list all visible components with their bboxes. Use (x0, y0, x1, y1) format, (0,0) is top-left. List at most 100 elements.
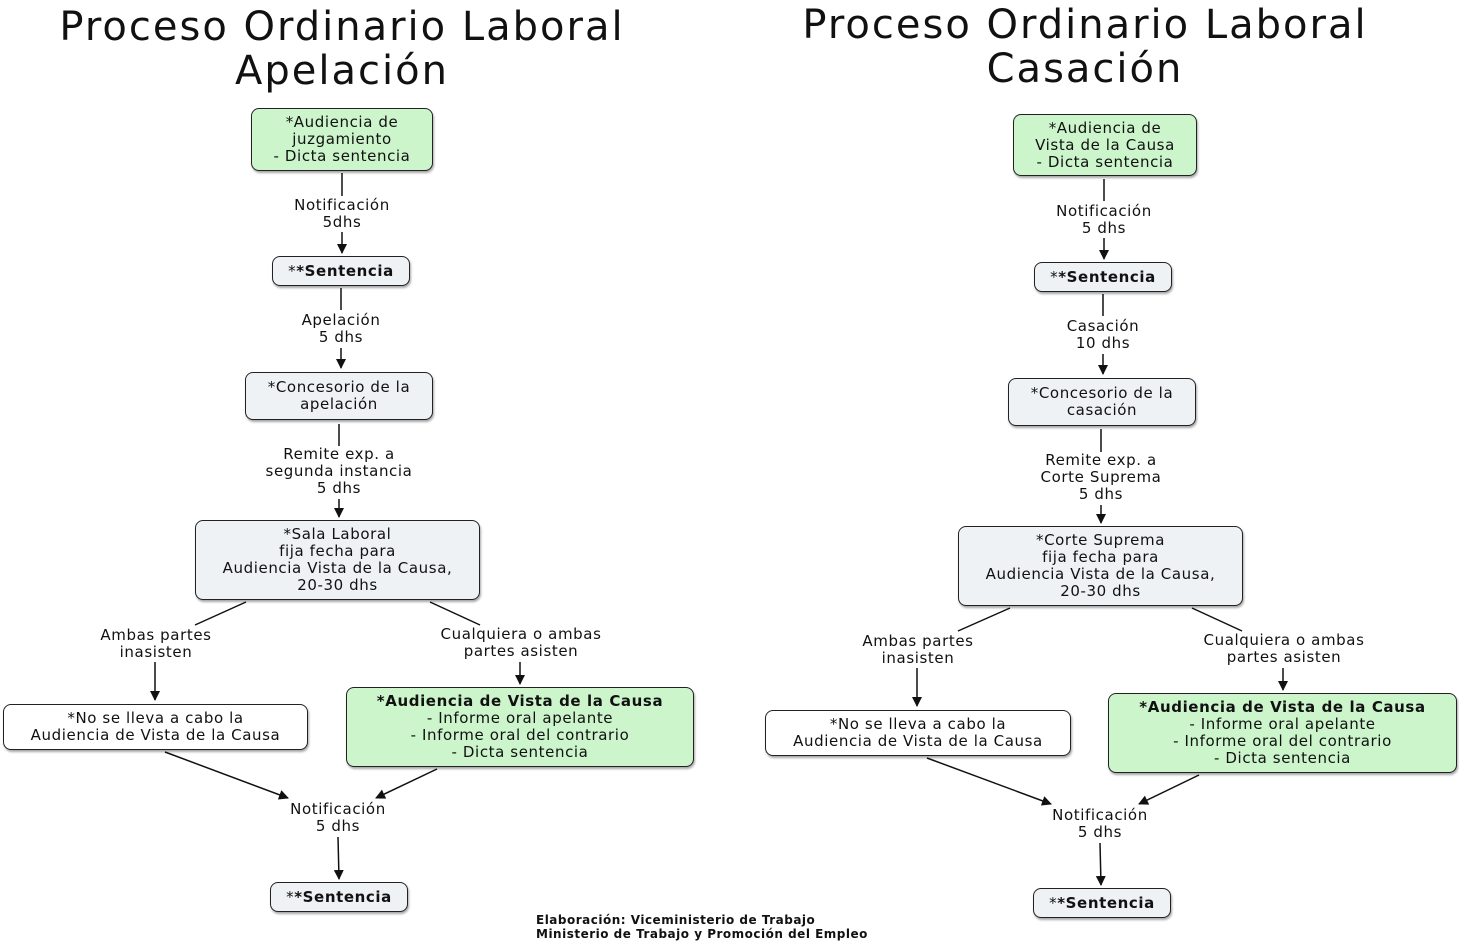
left-title-line1: Proceso Ordinario Laboral (59, 4, 625, 50)
edge-label: Cualquiera o ambas (1203, 631, 1365, 649)
box-text: *No se lleva a cabo la (67, 709, 244, 727)
box-text-bold: *Sentencia (1057, 893, 1155, 912)
edge-label: Remite exp. a (1045, 451, 1157, 469)
box-text: casación (1066, 401, 1138, 419)
box-text-bold: *Audiencia de Vista de la Causa (1139, 698, 1426, 716)
left-edge-notificacion-final: Notificación 5 dhs (290, 801, 386, 835)
left-box-no-se-lleva: *No se lleva a cabo la Audiencia de Vist… (3, 704, 308, 750)
box-text: Audiencia de Vista de la Causa (30, 726, 281, 744)
right-title-line1: Proceso Ordinario Laboral (802, 2, 1368, 48)
right-box-audiencia-vista-causa: *Audiencia de Vista de la Causa - Dicta … (1013, 114, 1197, 176)
left-title-line2: Apelación (235, 48, 449, 94)
box-text: Vista de la Causa (1035, 135, 1175, 154)
edge-label: Notificación (294, 196, 390, 214)
edge-label: 5 dhs (1077, 823, 1123, 841)
box-text: - Dicta sentencia (1036, 152, 1174, 171)
left-box-sentencia: **Sentencia (272, 256, 410, 286)
box-text: - Dicta sentencia (1214, 749, 1351, 767)
edge-label: 5 dhs (1078, 485, 1124, 503)
box-text-bold: *Sentencia (1058, 267, 1156, 286)
box-text: Audiencia Vista de la Causa, (985, 565, 1216, 583)
box-text: Audiencia Vista de la Causa, (222, 559, 453, 577)
right-edge-casacion: Casación 10 dhs (1066, 317, 1140, 352)
box-text: - Informe oral apelante (1189, 715, 1376, 733)
box-text: 20-30 dhs (297, 576, 378, 594)
right-diagram-title: Proceso Ordinario Laboral Casación (763, 3, 1407, 91)
edge-label: 5 dhs (1081, 219, 1127, 237)
right-box-sentencia-final: **Sentencia (1033, 888, 1171, 918)
left-edge-ambas-inasisten: Ambas partes inasisten (100, 626, 212, 661)
box-text: - Dicta sentencia (451, 743, 589, 761)
box-text: *Audiencia de Vista de la Causa (1139, 699, 1425, 716)
box-text: *Sala Laboral (283, 525, 392, 543)
box-text: fija fecha para (279, 542, 396, 560)
left-box-audiencia-juzgamiento: *Audiencia de juzgamiento - Dicta senten… (251, 108, 433, 171)
edge-label: 5 dhs (315, 817, 361, 835)
right-box-sentencia: **Sentencia (1034, 262, 1172, 292)
right-box-audiencia-vista: *Audiencia de Vista de la Causa - Inform… (1108, 693, 1457, 773)
box-text: 20-30 dhs (1060, 582, 1141, 600)
edge-label: Ambas partes (862, 632, 974, 650)
box-text: **Sentencia (286, 887, 392, 906)
box-text: juzgamiento (292, 130, 392, 148)
box-text: *Concesorio de la (267, 378, 411, 396)
edge-label: inasisten (881, 649, 955, 667)
left-edge-apelacion: Apelación 5 dhs (301, 311, 381, 346)
box-text: **Sentencia (1049, 893, 1155, 912)
box-text: - Informe oral del contrario (410, 726, 630, 744)
footer-credits: Elaboración: Viceministerio de Trabajo M… (536, 913, 868, 941)
box-text: - Informe oral apelante (426, 709, 614, 727)
edge-label: partes asisten (463, 642, 579, 660)
box-text: **Sentencia (1050, 267, 1156, 286)
box-text: *Corte Suprema (1035, 531, 1165, 549)
box-text-bold: *Sentencia (294, 887, 392, 906)
footer-line2: Ministerio de Trabajo y Promoción del Em… (536, 927, 868, 941)
edge-label: Notificación (1052, 806, 1148, 824)
footer-line1: Elaboración: Viceministerio de Trabajo (536, 913, 816, 927)
edge-label: Casación (1066, 317, 1140, 335)
left-edge-asisten: Cualquiera o ambas partes asisten (440, 625, 602, 660)
edge-label: 5 dhs (318, 328, 364, 346)
edge-label: Corte Suprema (1040, 468, 1162, 486)
edge-label: partes asisten (1226, 648, 1342, 666)
right-edge-notificacion-final: Notificación 5 dhs (1052, 807, 1148, 841)
right-edge-ambas-inasisten: Ambas partes inasisten (862, 632, 974, 667)
left-box-concesorio: *Concesorio de la apelación (245, 372, 433, 420)
box-text: *Concesorio de la (1030, 384, 1174, 402)
box-text: - Dicta sentencia (273, 147, 411, 165)
edge-label: Cualquiera o ambas (440, 625, 602, 643)
box-text: *No se lleva a cabo la (829, 715, 1007, 733)
right-box-corte-suprema: *Corte Suprema fija fecha para Audiencia… (958, 526, 1243, 606)
edge-label: Remite exp. a (283, 445, 395, 463)
right-edge-notificacion: Notificación 5 dhs (1056, 203, 1152, 237)
right-box-no-se-lleva: *No se lleva a cabo la Audiencia de Vist… (765, 710, 1071, 756)
box-text: apelación (300, 395, 378, 413)
left-box-audiencia-vista: *Audiencia de Vista de la Causa - Inform… (346, 687, 694, 767)
edge-label: 10 dhs (1075, 334, 1131, 352)
box-text: *Audiencia de (285, 113, 399, 131)
box-text: **Sentencia (288, 261, 394, 280)
left-box-sala-laboral: *Sala Laboral fija fecha para Audiencia … (195, 520, 480, 600)
box-text: *Audiencia de (1048, 118, 1162, 137)
edge-label: inasisten (119, 643, 193, 661)
edge-label: Ambas partes (100, 626, 212, 644)
edge-label: 5 dhs (316, 479, 362, 497)
right-title-line2: Casación (986, 46, 1184, 92)
edge-label: segunda instancia (265, 462, 413, 480)
box-text: Audiencia de Vista de la Causa (793, 732, 1043, 750)
edge-label: Notificación (290, 800, 386, 818)
left-edge-remite: Remite exp. a segunda instancia 5 dhs (265, 445, 413, 497)
right-edge-remite: Remite exp. a Corte Suprema 5 dhs (1040, 451, 1162, 503)
box-text-bold: *Audiencia de Vista de la Causa (376, 692, 664, 710)
left-diagram-title: Proceso Ordinario Laboral Apelación (20, 5, 664, 93)
right-edge-asisten: Cualquiera o ambas partes asisten (1203, 631, 1365, 666)
edge-label: Notificación (1056, 202, 1152, 220)
box-text: fija fecha para (1042, 548, 1159, 566)
box-text: - Informe oral del contrario (1173, 732, 1392, 750)
left-edge-notificacion: Notificación 5dhs (294, 197, 390, 231)
edge-label: Apelación (301, 311, 381, 329)
box-text: *Audiencia de Vista de la Causa (377, 693, 663, 710)
box-text-bold: *Sentencia (296, 261, 394, 280)
right-box-concesorio: *Concesorio de la casación (1008, 378, 1196, 426)
